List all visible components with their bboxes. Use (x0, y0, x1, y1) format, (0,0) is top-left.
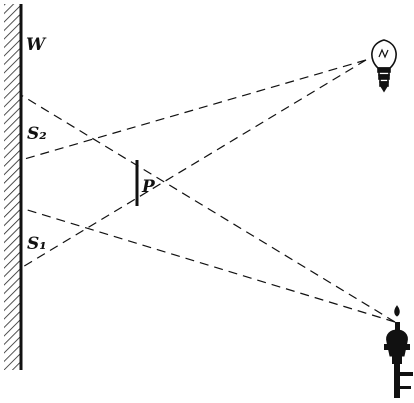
ray-bulb-upper (20, 59, 367, 161)
label-shadow-upper: S₂ (27, 124, 47, 144)
rays-from-lamp (20, 94, 396, 323)
wall (4, 4, 23, 370)
light-bulb-icon (371, 39, 397, 93)
ray-lamp-upper (20, 94, 396, 323)
label-shadow-lower: S₁ (27, 234, 47, 254)
ray-bulb-lower (20, 59, 367, 269)
wall-hatching (4, 4, 20, 370)
label-object: P (141, 177, 156, 197)
candle-lamp-icon (384, 305, 413, 398)
label-wall: W (26, 35, 47, 55)
ray-lamp-lower (20, 207, 396, 323)
rays-from-bulb (20, 59, 367, 269)
